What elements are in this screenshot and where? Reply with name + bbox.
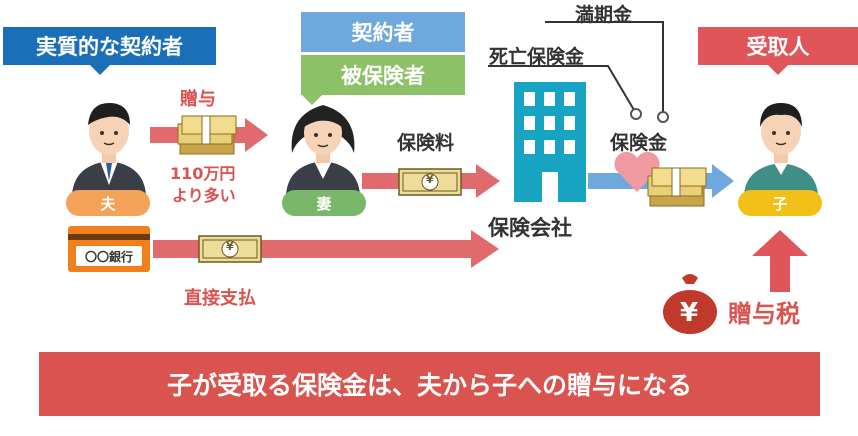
direct-bill-icon xyxy=(198,235,262,263)
bank-name: 〇〇銀行 xyxy=(84,249,133,264)
conclusion-text: 子が受取る保険金は、夫から子への贈与になる xyxy=(166,371,692,400)
conclusion-banner: 子が受取る保険金は、夫から子への贈与になる xyxy=(39,352,820,416)
premium-yen: ¥ xyxy=(426,173,434,186)
insured-tail xyxy=(302,95,322,105)
gift-tax-up-arrow xyxy=(752,230,808,292)
insured-text: 被保険者 xyxy=(341,64,425,88)
death-callout-line xyxy=(488,65,635,111)
maturity-label: 満期金 xyxy=(575,4,633,26)
insurance-company-building xyxy=(514,82,586,202)
contractor-text: 契約者 xyxy=(351,21,415,45)
child-text: 子 xyxy=(772,194,788,213)
wife-badge: 妻 xyxy=(282,190,366,216)
recipient-label: 受取人 xyxy=(698,27,858,65)
husband-text: 夫 xyxy=(100,194,116,213)
death-callout-dot xyxy=(630,108,642,120)
wife-text: 妻 xyxy=(316,194,332,213)
bank-book-icon: 〇〇銀行 xyxy=(68,226,150,272)
gift-amount-line2: より多い xyxy=(172,186,236,205)
money-bag-yen: ¥ xyxy=(680,298,699,328)
death-benefit-label: 死亡保険金 xyxy=(489,46,585,68)
heart-icon xyxy=(614,151,660,192)
premium-label: 保険料 xyxy=(397,132,455,154)
payout-money-stack-icon xyxy=(647,167,707,207)
premium-bill-icon xyxy=(398,168,462,196)
gift-amount-line1: 110万円 xyxy=(170,164,236,183)
maturity-callout-line xyxy=(545,21,664,113)
money-stack-icon xyxy=(177,115,237,155)
maturity-callout-dot xyxy=(657,111,669,123)
direct-payment-label: 直接支払 xyxy=(184,288,256,309)
husband-badge: 夫 xyxy=(66,190,150,216)
husband-figure xyxy=(72,103,146,195)
insurance-company-label: 保険会社 xyxy=(488,216,572,240)
child-badge: 子 xyxy=(738,190,822,216)
insured-label: 被保険者 xyxy=(301,55,465,95)
contractor-label: 契約者 xyxy=(301,12,465,52)
gift-label: 贈与 xyxy=(180,89,216,110)
money-bag-icon xyxy=(663,274,717,334)
gift-tax-label: 贈与税 xyxy=(728,300,800,328)
payout-label: 保険金 xyxy=(610,132,668,154)
recipient-tail xyxy=(768,65,788,75)
wife-figure xyxy=(286,105,360,195)
child-figure xyxy=(744,103,818,195)
recipient-text: 受取人 xyxy=(746,35,810,59)
real-contractor-label: 実質的な契約者 xyxy=(3,27,216,65)
direct-yen: ¥ xyxy=(226,240,234,253)
real-contractor-text: 実質的な契約者 xyxy=(36,35,183,59)
real-contractor-tail xyxy=(90,65,110,75)
